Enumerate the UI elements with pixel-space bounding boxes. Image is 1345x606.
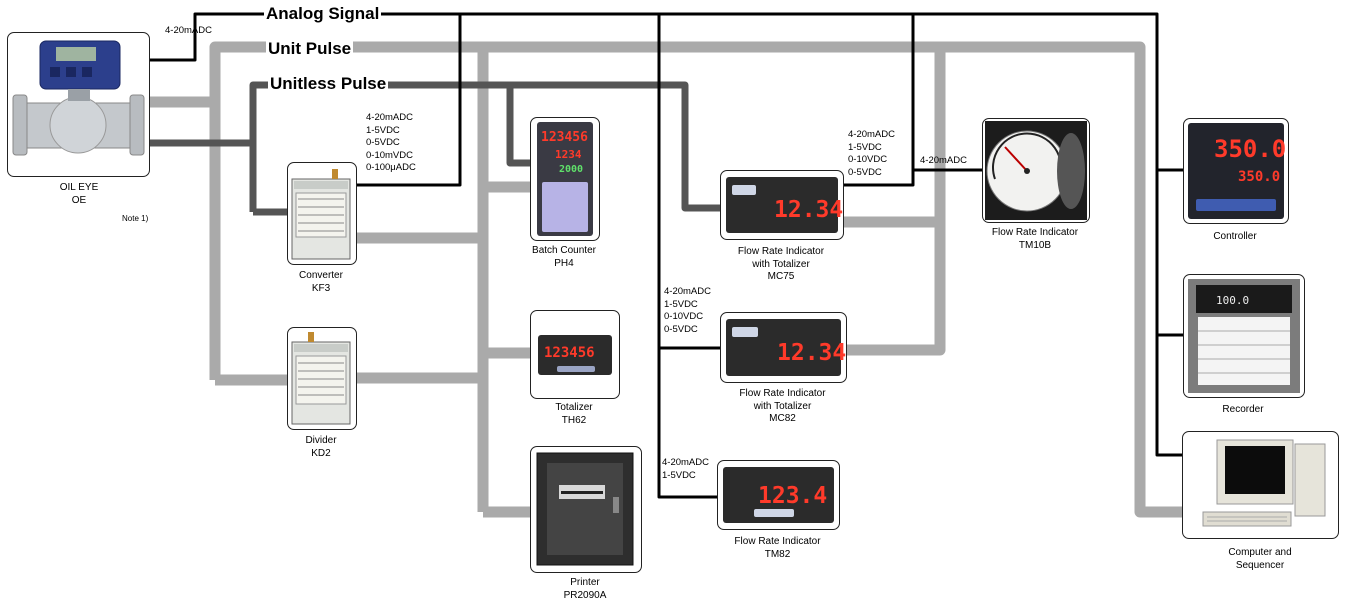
converter-kf3-image bbox=[287, 162, 357, 265]
mc75-display: 12.34 bbox=[774, 197, 844, 223]
tm10b-image bbox=[982, 118, 1090, 223]
controller-display-sv: 350.0 bbox=[1238, 169, 1281, 185]
ph4-keypad bbox=[542, 182, 588, 232]
ph4-display-line1: 123456 bbox=[541, 130, 588, 145]
kf3-signal-text: 4-20mADC 1-5VDC 0-5VDC 0-10mVDC 0-100μAD… bbox=[366, 112, 416, 175]
th62-buttons bbox=[557, 366, 595, 372]
totalizer-th62-image: 123456 bbox=[530, 310, 620, 399]
tm82-display: 123.4 bbox=[758, 483, 828, 509]
unitless-pulse-label: Unitless Pulse bbox=[268, 74, 389, 94]
recorder-caption: Recorder bbox=[1222, 404, 1264, 415]
oe-signal-text: 4-20mADC bbox=[165, 25, 212, 36]
controller-buttons bbox=[1196, 199, 1276, 211]
mc75-buttons bbox=[732, 185, 756, 195]
ph4-display-line2: 1234 bbox=[555, 148, 582, 161]
unit-pulse-lines bbox=[148, 41, 1185, 518]
controller-caption: Controller bbox=[1213, 231, 1257, 242]
mc82-image: 12.34 bbox=[720, 312, 847, 383]
mc75-image: 12.34 bbox=[720, 170, 844, 240]
tm82-image: 123.4 bbox=[717, 460, 840, 530]
tm82-signal-text: 4-20mADC 1-5VDC bbox=[662, 457, 709, 481]
batch-counter-ph4-image: 123456 1234 2000 bbox=[530, 117, 600, 241]
note-text: Note 1) bbox=[122, 214, 149, 223]
unit-pulse-label: Unit Pulse bbox=[266, 39, 354, 59]
mc75-signal-text: 4-20mADC 1-5VDC 0-10VDC 0-5VDC bbox=[848, 129, 895, 178]
analog-signal-lines bbox=[150, 12, 1200, 499]
controller-image: 350.0 350.0 bbox=[1183, 118, 1289, 224]
tm82-buttons bbox=[754, 509, 794, 517]
unitless-pulse-lines bbox=[148, 81, 720, 216]
controller-display-pv: 350.0 bbox=[1214, 135, 1287, 163]
recorder-image: 100.0 bbox=[1183, 274, 1305, 398]
printer-pr2090a-image bbox=[530, 446, 642, 573]
th62-display: 123456 bbox=[544, 345, 595, 361]
ph4-display-line3: 2000 bbox=[559, 164, 584, 175]
tm10b-signal-text: 4-20mADC bbox=[920, 155, 967, 166]
recorder-display: 100.0 bbox=[1216, 294, 1250, 307]
divider-kd2-image bbox=[287, 327, 357, 430]
mc82-signal-text: 4-20mADC 1-5VDC 0-10VDC 0-5VDC bbox=[664, 286, 711, 335]
computer-image bbox=[1182, 431, 1339, 539]
mc82-display: 12.34 bbox=[777, 340, 847, 366]
analog-signal-label: Analog Signal bbox=[264, 4, 382, 24]
oil-eye-image bbox=[7, 32, 150, 177]
mc82-buttons bbox=[732, 327, 758, 337]
